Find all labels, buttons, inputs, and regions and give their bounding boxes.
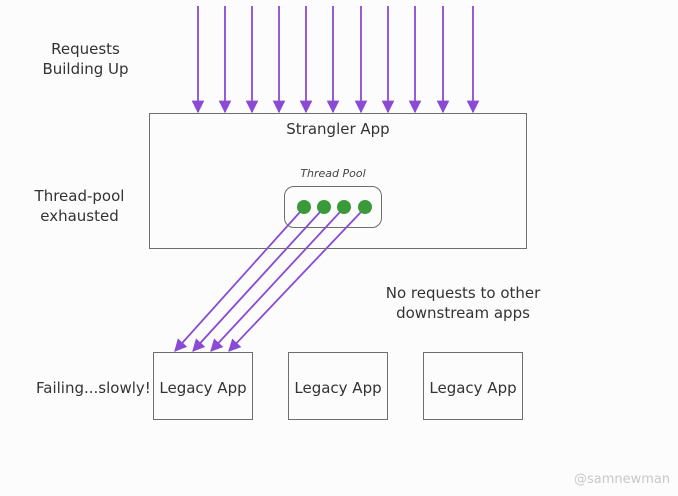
no-requests-label-line-2: downstream apps bbox=[396, 304, 530, 323]
thread-dot bbox=[337, 200, 351, 214]
legacy-app-box-3: Legacy App bbox=[423, 352, 523, 420]
no-requests-label-line-1: No requests to other bbox=[385, 284, 541, 302]
thread-dot bbox=[297, 200, 311, 214]
strangler-app-title: Strangler App bbox=[286, 120, 390, 138]
thread-pool-exhausted-label: Thread-pool exhausted bbox=[22, 186, 137, 227]
outgoing-request-arrow bbox=[174, 211, 301, 352]
requests-label-line-1: Requests bbox=[51, 40, 120, 58]
thread-pool-label: Thread Pool bbox=[300, 167, 366, 180]
thread-pool-label-line-1: Thread-pool bbox=[34, 187, 125, 205]
strangler-app-box: Strangler App bbox=[149, 113, 527, 249]
legacy-app-box-1: Legacy App bbox=[153, 352, 253, 420]
incoming-request-arrows bbox=[191, 6, 480, 114]
thread-dot bbox=[317, 200, 331, 214]
thread-dots bbox=[297, 200, 372, 214]
author-watermark: @samnewman bbox=[574, 472, 671, 487]
thread-pool-container bbox=[284, 186, 382, 228]
legacy-app-label-1: Legacy App bbox=[159, 379, 247, 397]
legacy-app-label-3: Legacy App bbox=[429, 379, 517, 397]
thread-dot bbox=[358, 200, 372, 214]
outgoing-request-arrow bbox=[192, 211, 321, 352]
no-requests-label: No requests to other downstream apps bbox=[378, 283, 548, 324]
outgoing-request-arrow bbox=[210, 211, 341, 352]
outgoing-request-arrows bbox=[174, 211, 362, 352]
thread-pool-label-line-2: exhausted bbox=[40, 207, 119, 226]
requests-label-line-2: Building Up bbox=[42, 60, 129, 79]
legacy-app-label-2: Legacy App bbox=[294, 379, 382, 397]
legacy-app-box-2: Legacy App bbox=[288, 352, 388, 420]
requests-building-up-label: Requests Building Up bbox=[28, 39, 143, 80]
outgoing-request-arrow bbox=[228, 211, 362, 352]
failing-slowly-label: Failing...slowly! bbox=[36, 379, 151, 397]
